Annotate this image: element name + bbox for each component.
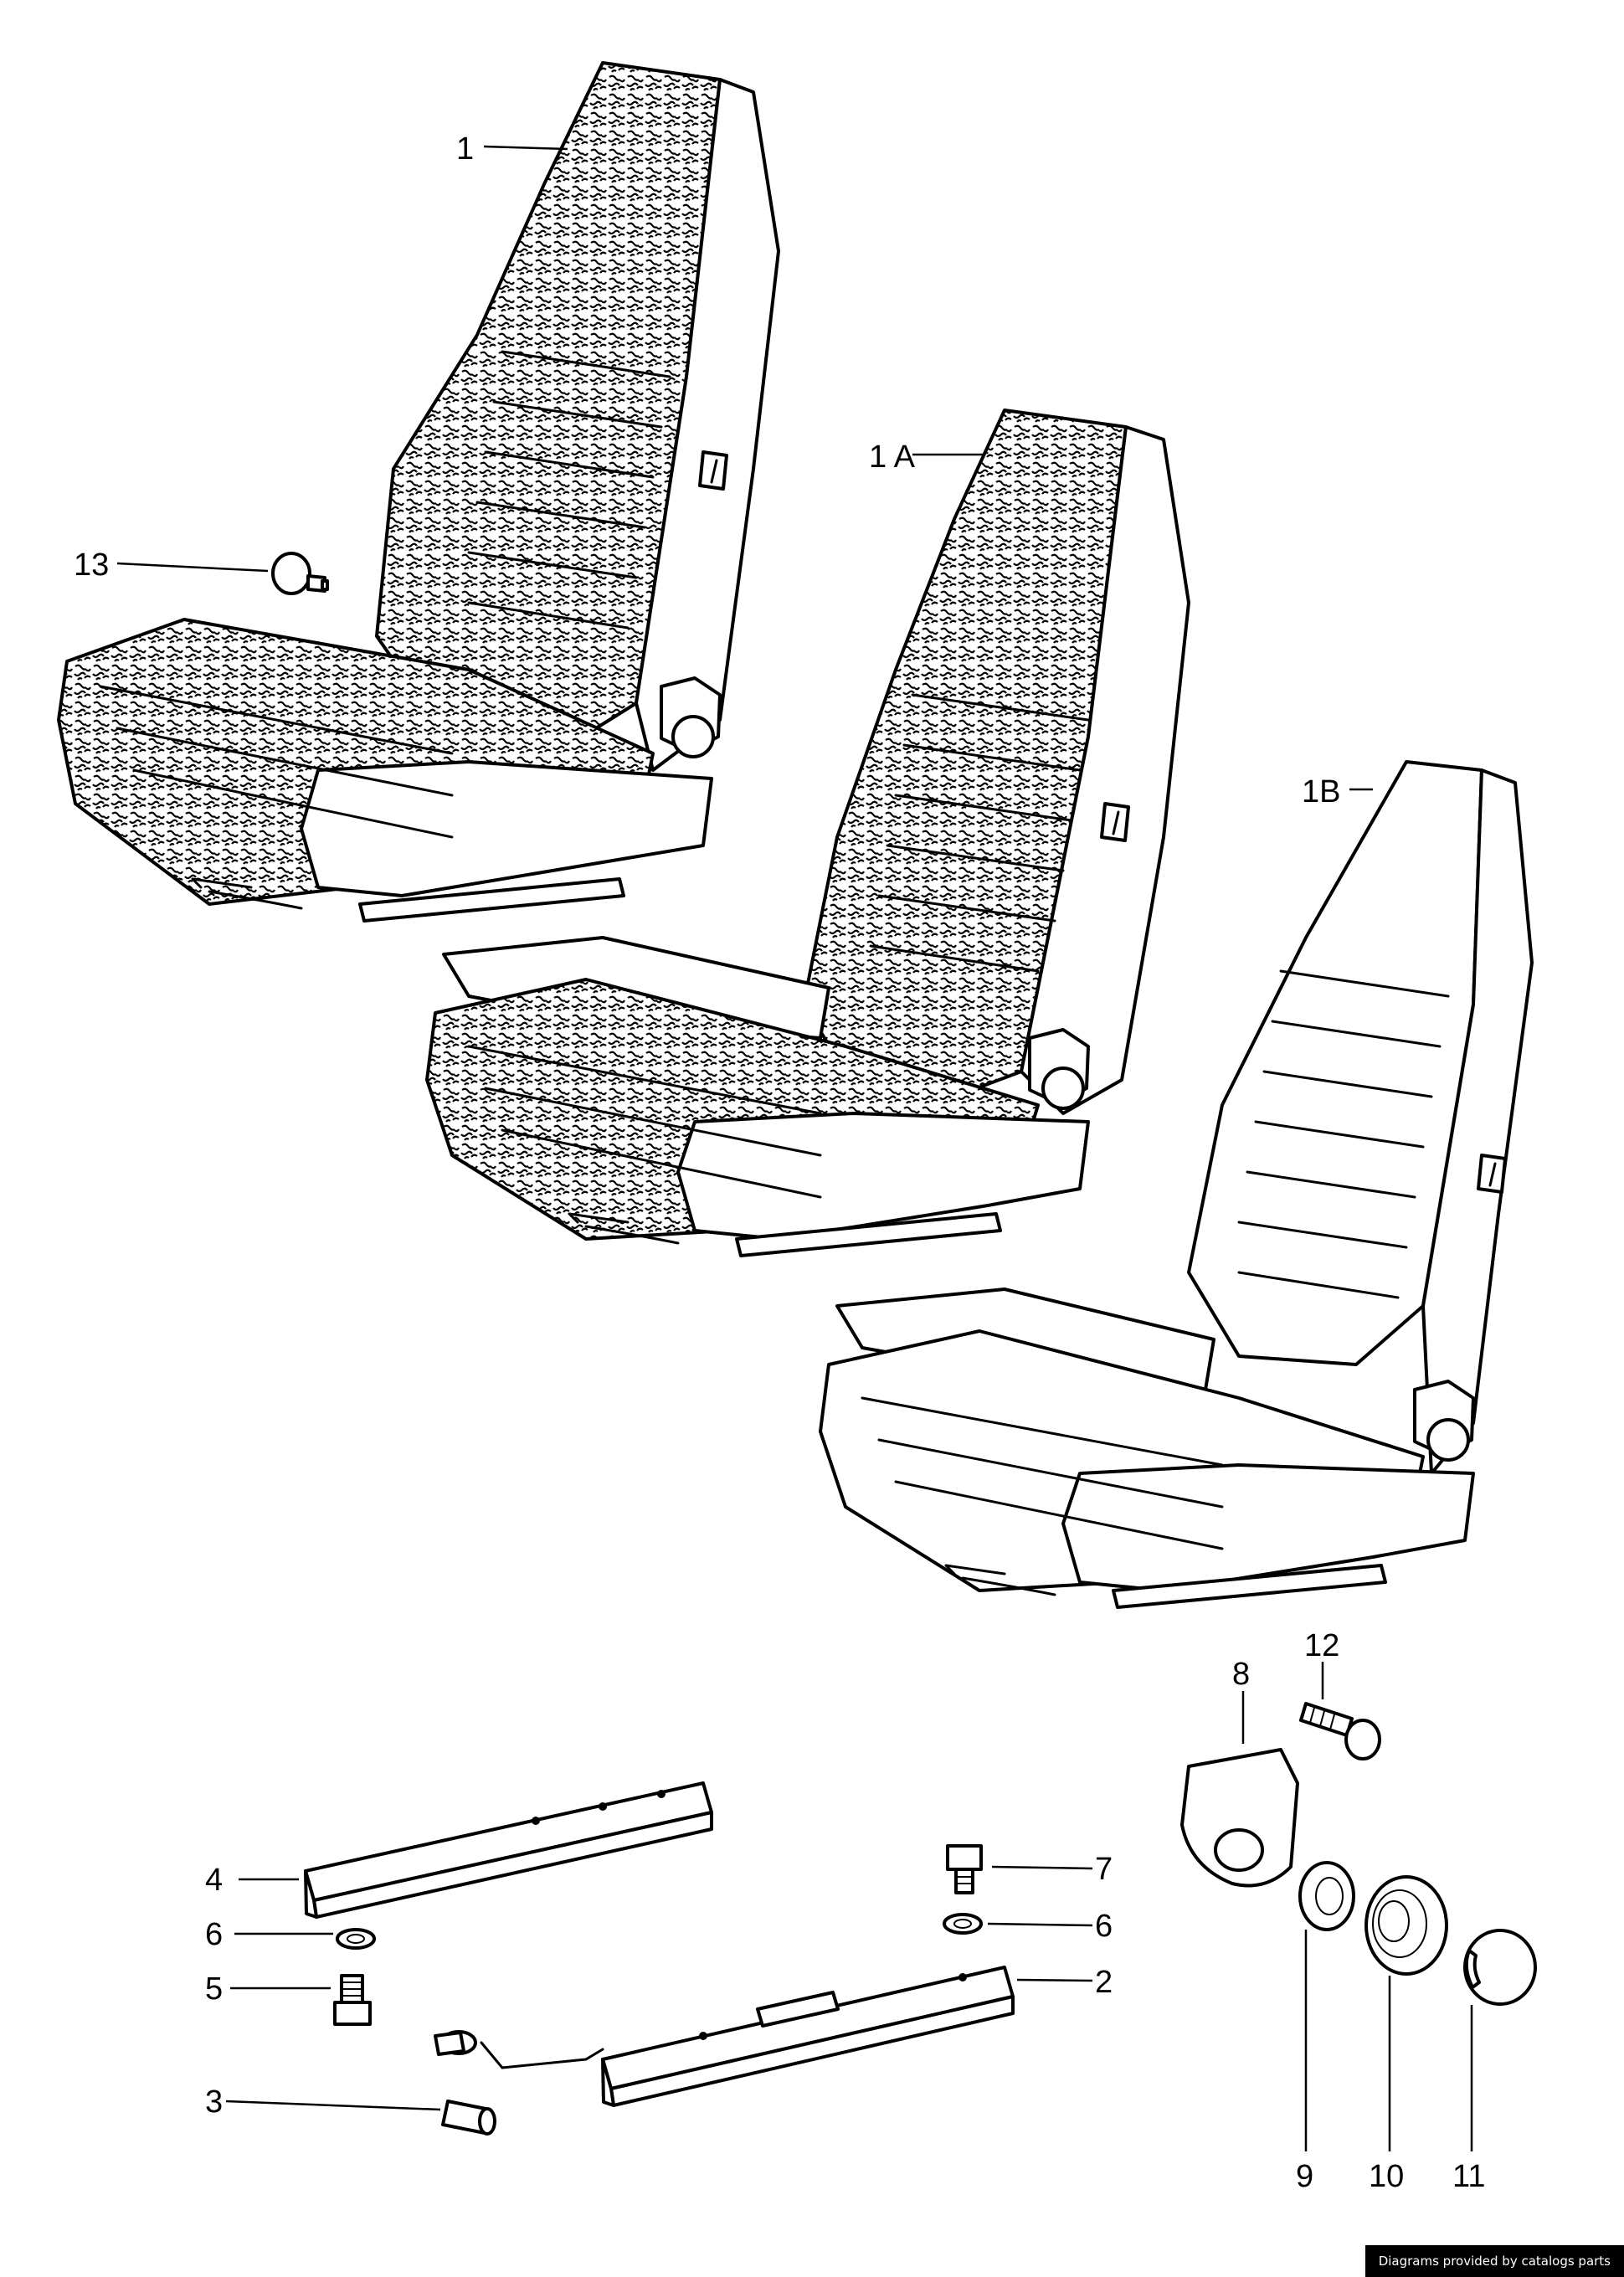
callout-7: 7 <box>1095 1852 1113 1887</box>
part-4-seat-rail <box>304 1781 713 1919</box>
callout-seat-1b: 1B <box>1302 774 1340 810</box>
callout-labels: 1 1 A 1B 13 4 6 5 3 7 6 2 8 12 9 10 11 <box>74 131 1485 2194</box>
part-2-seat-rail-with-cable <box>434 1966 1015 2107</box>
callout-10: 10 <box>1369 2159 1404 2194</box>
callout-2: 2 <box>1095 1965 1113 2000</box>
part-12-bolt <box>1299 1702 1381 1760</box>
seat-1b-rail-base <box>1112 1564 1387 1609</box>
seat-1b <box>819 760 1534 1609</box>
part-11-cap <box>1463 1929 1537 2006</box>
part-10-nut <box>1364 1875 1448 1976</box>
seat-1a-shell <box>442 936 830 1040</box>
seat-1a-rail-base <box>735 1212 1002 1257</box>
callout-4: 4 <box>205 1863 223 1898</box>
seat-1a-side-panel <box>676 1112 1090 1241</box>
part-6-washer-left <box>336 1928 376 1950</box>
callout-12: 12 <box>1304 1628 1339 1663</box>
part-7-bolt <box>946 1844 983 1894</box>
seat-1a <box>425 409 1190 1257</box>
part-6-washer-right <box>943 1913 983 1935</box>
callout-6-left: 6 <box>205 1917 223 1952</box>
seat-1 <box>57 61 780 923</box>
part-5-bolt <box>333 1974 372 2026</box>
part-13-plug <box>271 552 329 595</box>
callout-6-right: 6 <box>1095 1909 1113 1944</box>
credit-banner: Diagrams provided by catalogs parts <box>1364 2245 1624 2277</box>
part-9-clip <box>1298 1861 1355 1931</box>
callout-3: 3 <box>205 2084 223 2120</box>
seat-1a-side-bolster <box>1020 425 1190 1115</box>
seat-1-side-panel <box>300 760 713 897</box>
callout-11: 11 <box>1452 2159 1485 2194</box>
callout-seat-1a: 1 A <box>869 439 916 475</box>
part-8-bracket <box>1180 1748 1299 1888</box>
callout-9: 9 <box>1296 2159 1313 2194</box>
callout-5: 5 <box>205 1971 223 2007</box>
callout-seat-1: 1 <box>456 131 474 167</box>
callout-8: 8 <box>1232 1657 1250 1692</box>
leader-lines <box>116 145 1473 2151</box>
callout-13: 13 <box>74 547 109 583</box>
part-3-cap <box>441 2100 496 2136</box>
seat-1-rail-base <box>358 877 625 923</box>
